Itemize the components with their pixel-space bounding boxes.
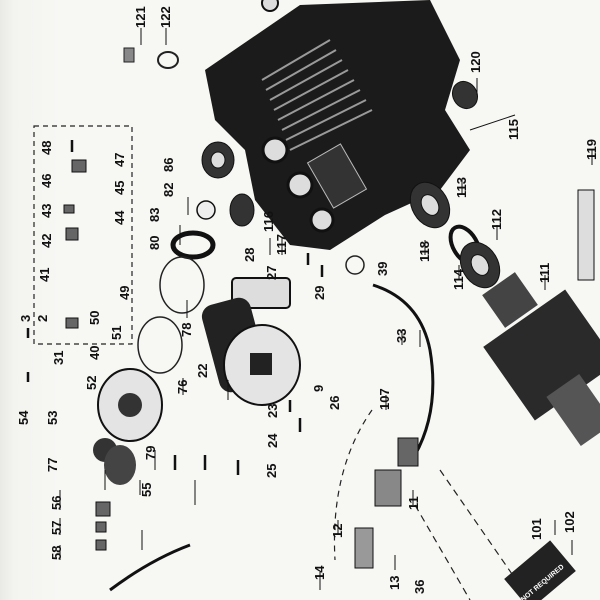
wire-lead — [109, 543, 191, 592]
decal-tag — [577, 189, 595, 281]
group-bracket-box — [33, 125, 133, 345]
dashed-leader — [414, 504, 471, 600]
callout-29: 29 — [312, 285, 327, 300]
callout-119: 119 — [584, 139, 599, 160]
callout-2: 2 — [35, 314, 50, 322]
cable-fitting — [374, 469, 402, 507]
callout-122: 122 — [158, 6, 173, 28]
callout-76: 76 — [175, 379, 190, 394]
callout-9: 9 — [311, 384, 326, 392]
callout-102: 102 — [562, 511, 577, 533]
bearing-group — [409, 80, 501, 289]
callout-49: 49 — [117, 285, 132, 300]
callout-13: 13 — [387, 575, 402, 590]
callout-39: 39 — [375, 261, 390, 276]
callout-23: 23 — [265, 403, 280, 418]
plug — [123, 47, 135, 63]
callout-107: 107 — [377, 388, 392, 410]
callout-114: 114 — [451, 269, 466, 290]
callout-120: 120 — [468, 51, 483, 73]
callout-22: 22 — [195, 363, 210, 378]
callout-79: 79 — [143, 445, 158, 460]
callout-112: 112 — [489, 209, 504, 230]
callout-11: 11 — [406, 496, 421, 510]
callout-101: 101 — [529, 518, 544, 540]
callout-24: 24 — [265, 433, 280, 448]
control-cable — [372, 283, 435, 456]
main-shaft-assembly — [482, 272, 600, 447]
cable-sleeve — [354, 527, 374, 569]
dashed-curve — [333, 409, 373, 561]
callout-31: 31 — [51, 350, 66, 365]
callout-80: 80 — [147, 235, 162, 250]
callout-82: 82 — [161, 182, 176, 197]
dashed-leader — [439, 469, 531, 600]
callout-12: 12 — [330, 523, 345, 538]
washer — [157, 51, 179, 69]
callout-56: 56 — [49, 495, 64, 510]
flange-plate — [93, 368, 163, 485]
callout-45: 45 — [112, 180, 127, 195]
callout-27: 27 — [264, 265, 279, 280]
callout-44: 44 — [112, 210, 127, 225]
bearing-stack — [170, 141, 255, 260]
callout-3: 3 — [18, 314, 33, 322]
callout-121: 121 — [133, 6, 148, 28]
callout-113: 113 — [454, 177, 469, 198]
callout-14: 14 — [312, 565, 327, 580]
o-ring-small — [345, 255, 365, 275]
callout-52: 52 — [84, 375, 99, 390]
callout-36: 36 — [412, 579, 427, 594]
callout-47: 47 — [112, 152, 127, 167]
callout-55: 55 — [139, 482, 154, 497]
callout-42: 42 — [39, 233, 54, 248]
callout-117: 117 — [274, 234, 289, 255]
gear-parts — [63, 159, 111, 551]
o-ring-large — [137, 316, 183, 374]
gearbox-housing — [205, 0, 470, 250]
callout-33: 33 — [394, 328, 409, 343]
callout-26: 26 — [327, 395, 342, 410]
o-ring-large — [159, 256, 205, 314]
callout-51: 51 — [109, 325, 124, 340]
callout-78: 78 — [179, 322, 194, 337]
cable-fitting — [397, 437, 419, 467]
decal-tag — [504, 540, 576, 600]
callout-53: 53 — [45, 410, 60, 425]
callout-77: 77 — [45, 457, 60, 472]
callout-115: 115 — [506, 119, 521, 140]
callout-57: 57 — [49, 520, 64, 535]
callout-54: 54 — [16, 410, 31, 425]
callout-48: 48 — [39, 140, 54, 155]
fasteners — [26, 140, 324, 475]
callout-118: 118 — [417, 241, 432, 262]
callout-58: 58 — [49, 545, 64, 560]
callout-40: 40 — [87, 345, 102, 360]
callout-28: 28 — [242, 247, 257, 262]
cover-plate — [201, 277, 301, 406]
callout-25: 25 — [264, 463, 279, 478]
callout-111: 111 — [537, 262, 552, 283]
callout-86: 86 — [161, 157, 176, 172]
callout-43: 43 — [39, 203, 54, 218]
callout-41: 41 — [37, 267, 52, 282]
callout-46: 46 — [39, 173, 54, 188]
callout-116: 116 — [261, 211, 276, 232]
callout-83: 83 — [147, 207, 162, 222]
callout-50: 50 — [87, 310, 102, 325]
leader-lines — [59, 28, 593, 590]
